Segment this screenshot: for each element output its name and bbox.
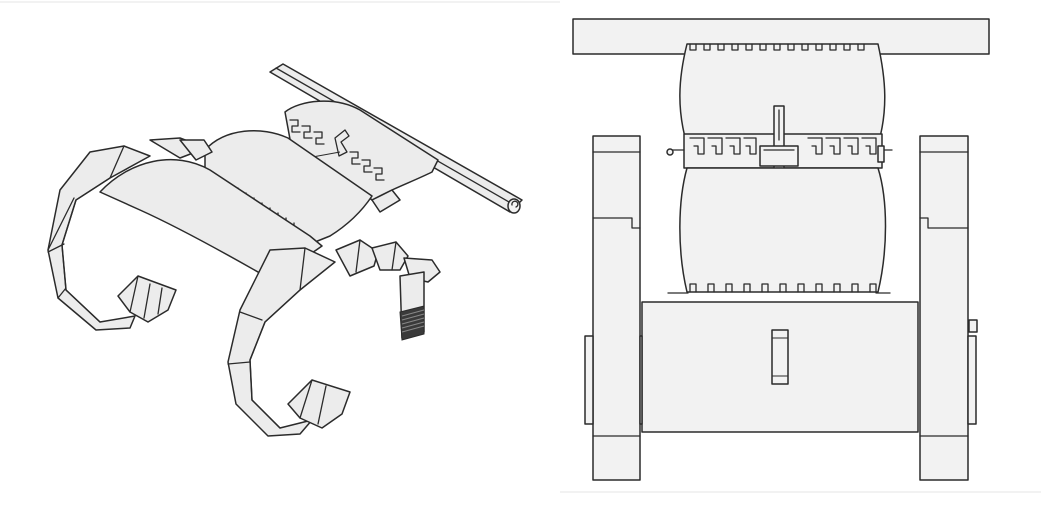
front-view bbox=[560, 0, 1041, 509]
left-side-bracket bbox=[584, 135, 643, 481]
right-pin-head bbox=[877, 145, 885, 163]
right-key-clips bbox=[807, 137, 877, 155]
left-pin-head bbox=[666, 148, 674, 156]
lower-sheet-teeth bbox=[689, 283, 877, 293]
lower-sheet bbox=[667, 167, 891, 294]
top-brackets bbox=[149, 137, 213, 161]
right-clip bbox=[287, 379, 351, 429]
left-key-clips bbox=[689, 137, 757, 155]
isometric-drawing bbox=[0, 1, 560, 437]
left-clip bbox=[117, 275, 177, 323]
gripper-tab bbox=[399, 271, 425, 341]
center-cross bbox=[759, 105, 799, 213]
right-strap bbox=[227, 247, 336, 437]
bottom-block bbox=[641, 301, 919, 433]
left-strap bbox=[47, 145, 151, 331]
front-drawing bbox=[560, 18, 1041, 493]
bottom-block-slot bbox=[771, 329, 789, 385]
right-side-bracket bbox=[919, 135, 978, 481]
isometric-view bbox=[0, 1, 560, 437]
